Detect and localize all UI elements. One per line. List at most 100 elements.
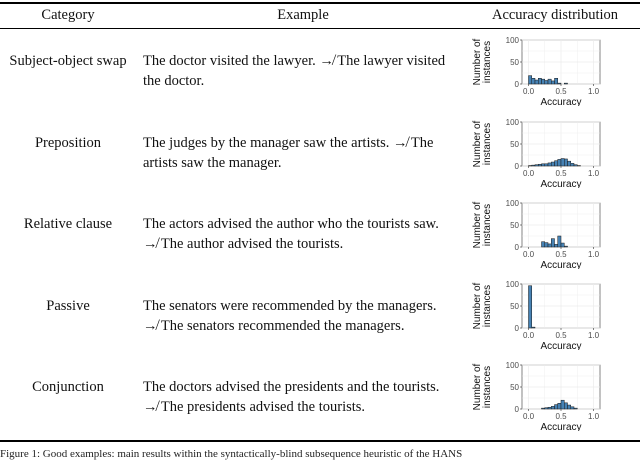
- y-axis-label-line: instances: [482, 123, 493, 165]
- y-tick-label: 50: [510, 302, 519, 311]
- y-axis-label-line: instances: [482, 204, 493, 246]
- y-axis-label-line: instances: [482, 285, 493, 327]
- histogram-bar: [564, 402, 568, 410]
- histogram-bar: [554, 244, 558, 248]
- example-line: The actors advised the author who the to…: [143, 216, 439, 232]
- histogram-bar: [547, 243, 552, 248]
- header-example: Example: [277, 7, 329, 23]
- header-distribution: Accuracy distribution: [491, 7, 619, 23]
- histogram-bar: [541, 407, 545, 410]
- category-conjunction: Conjunction: [32, 379, 104, 395]
- histogram-bar: [528, 285, 532, 329]
- y-axis-label-line: instances: [482, 366, 493, 408]
- x-tick-label: 0.0: [523, 250, 535, 259]
- x-axis-label: Accuracy: [540, 179, 581, 188]
- histogram-bar: [534, 79, 539, 85]
- histogram-bar: [557, 235, 562, 248]
- histogram-bar: [531, 164, 536, 167]
- histogram-bar: [551, 406, 555, 410]
- y-tick-label: 50: [510, 221, 519, 230]
- y-tick-label: 50: [510, 140, 519, 149]
- y-tick-label: 0: [515, 243, 520, 252]
- histogram-bar: [531, 78, 536, 85]
- example-line: The judges by the manager saw the artist…: [143, 135, 434, 151]
- histogram-bar: [554, 404, 558, 410]
- y-tick-label: 100: [506, 36, 520, 45]
- example-preposition: The judges by the manager saw the artist…: [143, 133, 459, 173]
- x-tick-label: 1.0: [588, 331, 600, 340]
- x-axis-label: Accuracy: [540, 341, 581, 350]
- x-tick-label: 0.0: [523, 169, 535, 178]
- histogram-bar: [554, 78, 558, 85]
- y-tick-label: 100: [506, 118, 520, 127]
- histogram-bar: [551, 238, 555, 248]
- y-tick-label: 0: [515, 162, 520, 171]
- y-tick-label: 0: [515, 405, 520, 414]
- histogram-bar: [551, 161, 555, 167]
- y-axis-label: Number ofinstances: [472, 201, 493, 248]
- histogram-bar: [567, 160, 571, 167]
- y-axis-label: Number ofinstances: [472, 282, 493, 329]
- top-rule: [0, 2, 640, 4]
- histogram-bar: [547, 78, 552, 85]
- example-line: The senators were recommended by the man…: [143, 298, 437, 314]
- histogram-bar: [534, 164, 539, 167]
- y-tick-label: 50: [510, 58, 519, 67]
- y-tick-label: 100: [506, 361, 520, 370]
- figure-caption: Figure 1: Good examples: main results wi…: [0, 448, 463, 460]
- x-axis-label: Accuracy: [540, 97, 581, 106]
- histogram-bar: [573, 164, 578, 167]
- y-axis-label-line: Number of: [472, 201, 483, 248]
- x-tick-label: 0.5: [555, 87, 567, 96]
- y-axis-label-line: Number of: [472, 120, 483, 167]
- x-tick-label: 1.0: [588, 412, 600, 421]
- example-line: The doctors advised the presidents and t…: [143, 379, 440, 395]
- bottom-rule: [0, 440, 640, 442]
- x-axis-label: Accuracy: [540, 422, 581, 431]
- header-rule: [0, 28, 640, 29]
- x-tick-label: 0.5: [555, 331, 567, 340]
- y-axis-label-line: Number of: [472, 38, 483, 85]
- histogram-bar: [541, 241, 545, 248]
- category-subject-object-swap: Subject-object swap: [9, 53, 127, 69]
- histogram-bar: [560, 242, 565, 248]
- example-line: ↛ The presidents advised the tourists.: [143, 399, 366, 415]
- example-line: artists saw the manager.: [143, 155, 282, 171]
- y-axis-label-line: instances: [482, 41, 493, 83]
- histogram-bar: [544, 163, 549, 167]
- example-subject-object-swap: The doctor visited the lawyer. ↛ The law…: [143, 51, 459, 91]
- x-tick-label: 0.5: [555, 412, 567, 421]
- y-axis-label: Number ofinstances: [472, 363, 493, 410]
- histogram-bar: [564, 245, 568, 248]
- y-tick-label: 100: [506, 199, 520, 208]
- histogram-bar: [573, 407, 578, 410]
- y-axis-label: Number ofinstances: [472, 38, 493, 85]
- histogram-bar: [557, 403, 562, 410]
- histogram-bar: [544, 407, 549, 410]
- y-axis-label: Number ofinstances: [472, 120, 493, 167]
- histogram-bar: [531, 326, 536, 329]
- histogram-bar: [567, 404, 571, 410]
- histogram-bar: [557, 82, 562, 85]
- histogram-bar: [570, 163, 575, 167]
- y-axis-label-line: Number of: [472, 282, 483, 329]
- histogram-bar: [554, 160, 558, 167]
- category-relative-clause: Relative clause: [23, 216, 113, 232]
- x-tick-label: 0.0: [523, 412, 535, 421]
- example-line: ↛ The author advised the tourists.: [143, 236, 344, 252]
- y-tick-label: 0: [515, 324, 520, 333]
- histogram-bar: [541, 78, 545, 85]
- header-category: Category: [41, 7, 95, 23]
- x-axis-label: Accuracy: [540, 260, 581, 269]
- histogram-bar: [544, 80, 549, 85]
- histogram-bar: [560, 399, 565, 410]
- histogram-bar: [538, 78, 542, 85]
- x-tick-label: 0.0: [523, 87, 535, 96]
- x-tick-label: 1.0: [588, 87, 600, 96]
- category-passive: Passive: [46, 298, 90, 314]
- x-tick-label: 0.0: [523, 331, 535, 340]
